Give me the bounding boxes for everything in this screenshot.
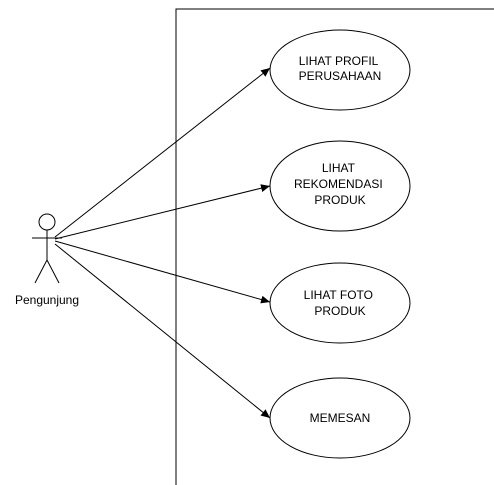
use-case-lihat-profil-perusahaan[interactable]: LIHAT PROFIL PERUSAHAAN [269, 29, 411, 111]
use-case-memesan[interactable]: MEMESAN [269, 377, 411, 459]
use-case-label: MEMESAN [310, 411, 371, 425]
use-case-label: LIHAT REKOMENDASI PRODUK [294, 161, 386, 207]
actor-head [38, 213, 56, 231]
associations [54, 67, 271, 419]
use-case-ellipse[interactable] [269, 140, 411, 232]
association-arrow [54, 243, 271, 419]
use-case-label: LIHAT PROFIL PERUSAHAAN [299, 54, 382, 83]
use-case-label: LIHAT FOTO PRODUK [304, 288, 377, 318]
association-arrow [54, 240, 271, 304]
actor-label: Pengunjung [15, 293, 79, 307]
use-case-ellipse[interactable] [269, 29, 411, 111]
actor-left-leg [34, 259, 48, 284]
association-arrow [54, 184, 271, 240]
association-arrow [54, 67, 271, 238]
use-case-ellipse[interactable] [269, 262, 411, 344]
actor-right-leg [46, 259, 60, 284]
use-case-lihat-foto-produk[interactable]: LIHAT FOTO PRODUK [269, 262, 411, 344]
use-case-ellipse[interactable] [269, 377, 411, 459]
system-boundary [175, 8, 494, 485]
use-case-lihat-rekomendasi-produk[interactable]: LIHAT REKOMENDASI PRODUK [269, 140, 411, 232]
actor-figure [32, 213, 62, 284]
